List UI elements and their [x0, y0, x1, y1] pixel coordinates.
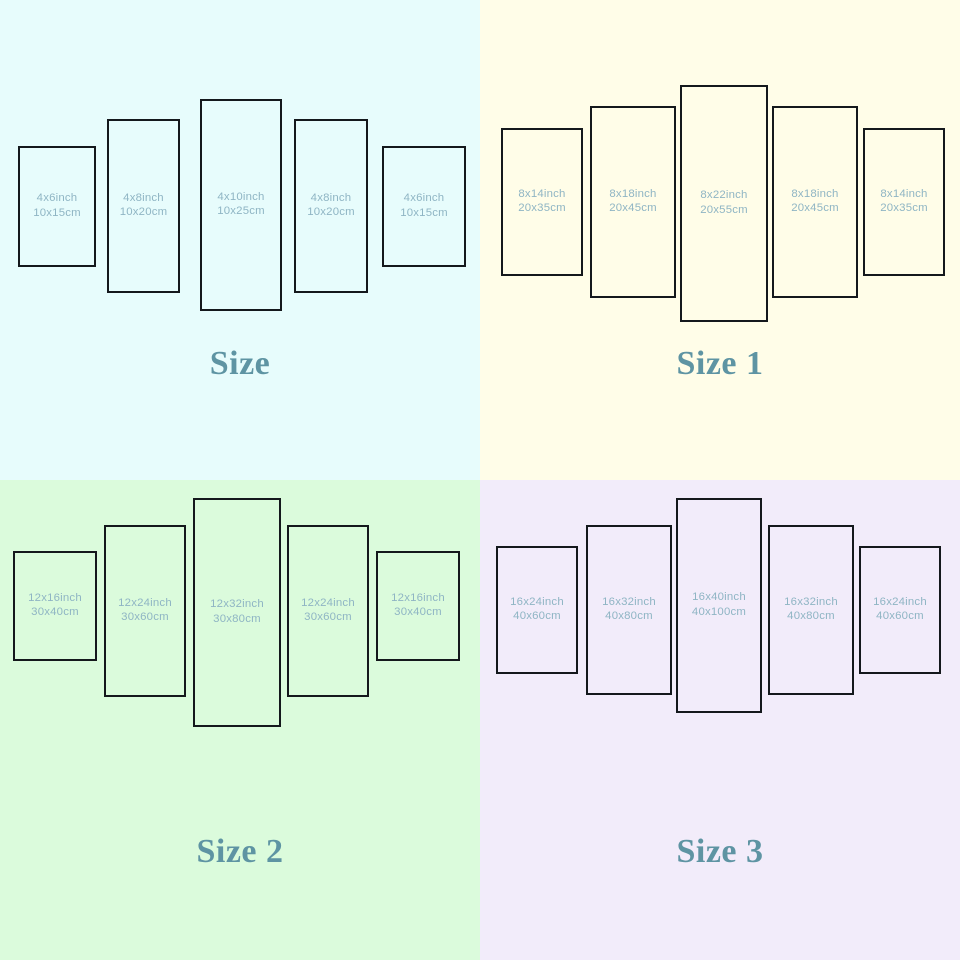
- canvas-panel[interactable]: 16x24inch 40x60cm: [496, 546, 578, 674]
- panel-size-label: 12x24inch 30x60cm: [301, 596, 355, 625]
- panel-size-inch: 4x8inch: [123, 191, 164, 204]
- canvas-panel[interactable]: 4x10inch 10x25cm: [200, 99, 282, 311]
- canvas-panel[interactable]: 12x24inch 30x60cm: [287, 525, 369, 697]
- panel-size-inch: 16x40inch: [692, 591, 746, 603]
- panel-size-label: 8x22inch 20x55cm: [700, 188, 748, 217]
- panel-size-cm: 30x40cm: [394, 606, 442, 618]
- canvas-panel[interactable]: 16x32inch 40x80cm: [768, 525, 854, 695]
- canvas-panel[interactable]: 12x24inch 30x60cm: [104, 525, 186, 697]
- panel-size-inch: 4x10inch: [217, 190, 265, 203]
- quadrant-size-3[interactable]: 16x24inch 40x60cm 16x32inch 40x80cm 16x40inc…: [480, 480, 960, 960]
- panel-size-cm: 10x20cm: [307, 206, 355, 218]
- panel-size-label: 4x8inch 10x20cm: [120, 191, 168, 220]
- canvas-panel[interactable]: 12x16inch 30x40cm: [376, 551, 460, 661]
- panel-size-inch: 16x32inch: [602, 595, 656, 608]
- panel-size-cm: 10x15cm: [400, 206, 448, 219]
- panel-size-label: 4x8inch 10x20cm: [307, 191, 355, 220]
- panel-size-inch: 8x14inch: [880, 187, 928, 200]
- panel-size-label: 16x40inch 40x100cm: [692, 590, 746, 619]
- panel-group: 16x24inch 40x60cm 16x32inch 40x80cm 16x40inc…: [480, 488, 960, 818]
- panel-size-inch: 4x6inch: [403, 192, 445, 204]
- panel-size-cm: 20x55cm: [700, 203, 748, 216]
- canvas-panel[interactable]: 4x6inch 10x15cm: [18, 146, 96, 267]
- quadrant-title: Size 2: [196, 833, 284, 870]
- panel-size-cm: 20x45cm: [791, 202, 839, 214]
- canvas-panel[interactable]: 8x14inch 20x35cm: [863, 128, 945, 276]
- canvas-panel[interactable]: 8x18inch 20x45cm: [772, 106, 858, 298]
- canvas-panel[interactable]: 4x6inch 10x15cm: [382, 146, 466, 267]
- panel-size-inch: 16x24inch: [873, 595, 927, 608]
- panel-size-label: 8x14inch 20x35cm: [518, 187, 566, 216]
- panel-group: 4x6inch 10x15cm 4x8inch 10x20cm 4x10inch 10x2…: [0, 0, 480, 330]
- quadrant-title: Size 3: [676, 833, 764, 870]
- panel-size-cm: 40x80cm: [787, 610, 835, 622]
- panel-size-inch: 4x8inch: [310, 191, 352, 204]
- panel-size-label: 4x6inch 10x15cm: [400, 191, 448, 220]
- panel-size-label: 16x32inch 40x80cm: [602, 595, 656, 624]
- panel-size-label: 4x10inch 10x25cm: [217, 190, 265, 219]
- panel-size-label: 12x24inch 30x60cm: [118, 596, 172, 625]
- panel-size-cm: 30x80cm: [213, 612, 261, 625]
- panel-size-inch: 8x18inch: [609, 187, 657, 200]
- panel-size-cm: 30x40cm: [31, 606, 79, 618]
- panel-size-cm: 10x20cm: [119, 206, 168, 218]
- canvas-panel[interactable]: 12x32inch 30x80cm: [193, 498, 281, 727]
- canvas-panel[interactable]: 16x40inch 40x100cm: [676, 498, 762, 713]
- quadrant-size-1[interactable]: 8x14inch 20x35cm 8x18inch 20x45cm 8x22inch 20…: [480, 0, 960, 480]
- canvas-panel[interactable]: 8x18inch 20x45cm: [590, 106, 676, 298]
- canvas-panel[interactable]: 16x24inch 40x60cm: [859, 546, 941, 674]
- canvas-panel[interactable]: 8x22inch 20x55cm: [680, 85, 768, 322]
- quadrant-title: Size 1: [676, 345, 764, 382]
- panel-size-inch: 8x22inch: [700, 189, 748, 201]
- panel-group: 12x16inch 30x40cm 12x24inch 30x60cm 12x32inc…: [0, 488, 480, 818]
- panel-size-cm: 10x25cm: [217, 205, 265, 217]
- panel-size-inch: 16x32inch: [784, 595, 838, 608]
- quadrant-size[interactable]: 4x6inch 10x15cm 4x8inch 10x20cm 4x10inch 10x2…: [0, 0, 480, 480]
- canvas-panel[interactable]: 12x16inch 30x40cm: [13, 551, 97, 661]
- panel-size-cm: 30x60cm: [121, 611, 169, 623]
- panel-size-cm: 40x80cm: [605, 610, 653, 622]
- panel-size-inch: 12x16inch: [28, 591, 82, 604]
- panel-size-cm: 20x35cm: [518, 202, 566, 214]
- panel-size-inch: 4x6inch: [36, 192, 78, 204]
- panel-size-inch: 12x32inch: [210, 598, 264, 610]
- panel-size-label: 16x24inch 40x60cm: [510, 595, 564, 624]
- panel-size-cm: 40x100cm: [691, 605, 747, 618]
- panel-size-label: 16x24inch 40x60cm: [873, 595, 927, 624]
- panel-size-label: 8x14inch 20x35cm: [880, 187, 928, 216]
- panel-size-inch: 16x24inch: [510, 595, 564, 608]
- canvas-panel[interactable]: 8x14inch 20x35cm: [501, 128, 583, 276]
- panel-size-label: 8x18inch 20x45cm: [609, 187, 657, 216]
- canvas-panel[interactable]: 4x8inch 10x20cm: [294, 119, 368, 293]
- panel-size-inch: 12x24inch: [118, 596, 172, 609]
- panel-size-label: 12x16inch 30x40cm: [391, 591, 445, 620]
- panel-size-label: 16x32inch 40x80cm: [784, 595, 838, 624]
- panel-size-cm: 20x45cm: [609, 202, 657, 214]
- panel-size-inch: 8x14inch: [518, 187, 566, 200]
- quadrant-title: Size: [209, 345, 271, 382]
- panel-size-inch: 8x18inch: [791, 187, 839, 200]
- panel-size-label: 8x18inch 20x45cm: [791, 187, 839, 216]
- canvas-panel[interactable]: 4x8inch 10x20cm: [107, 119, 180, 293]
- panel-size-cm: 40x60cm: [876, 610, 924, 622]
- panel-size-label: 4x6inch 10x15cm: [33, 191, 81, 220]
- canvas-panel[interactable]: 16x32inch 40x80cm: [586, 525, 672, 695]
- panel-size-cm: 10x15cm: [33, 206, 81, 219]
- panel-size-cm: 30x60cm: [304, 611, 352, 623]
- panel-size-cm: 40x60cm: [513, 610, 561, 622]
- quadrant-size-2[interactable]: 12x16inch 30x40cm 12x24inch 30x60cm 12x32inc…: [0, 480, 480, 960]
- panel-group: 8x14inch 20x35cm 8x18inch 20x45cm 8x22inch 20…: [480, 0, 960, 330]
- panel-size-label: 12x16inch 30x40cm: [28, 591, 82, 620]
- panel-size-inch: 12x24inch: [301, 596, 355, 609]
- panel-size-label: 12x32inch 30x80cm: [210, 597, 264, 626]
- panel-size-cm: 20x35cm: [880, 202, 928, 214]
- panel-size-inch: 12x16inch: [391, 591, 445, 604]
